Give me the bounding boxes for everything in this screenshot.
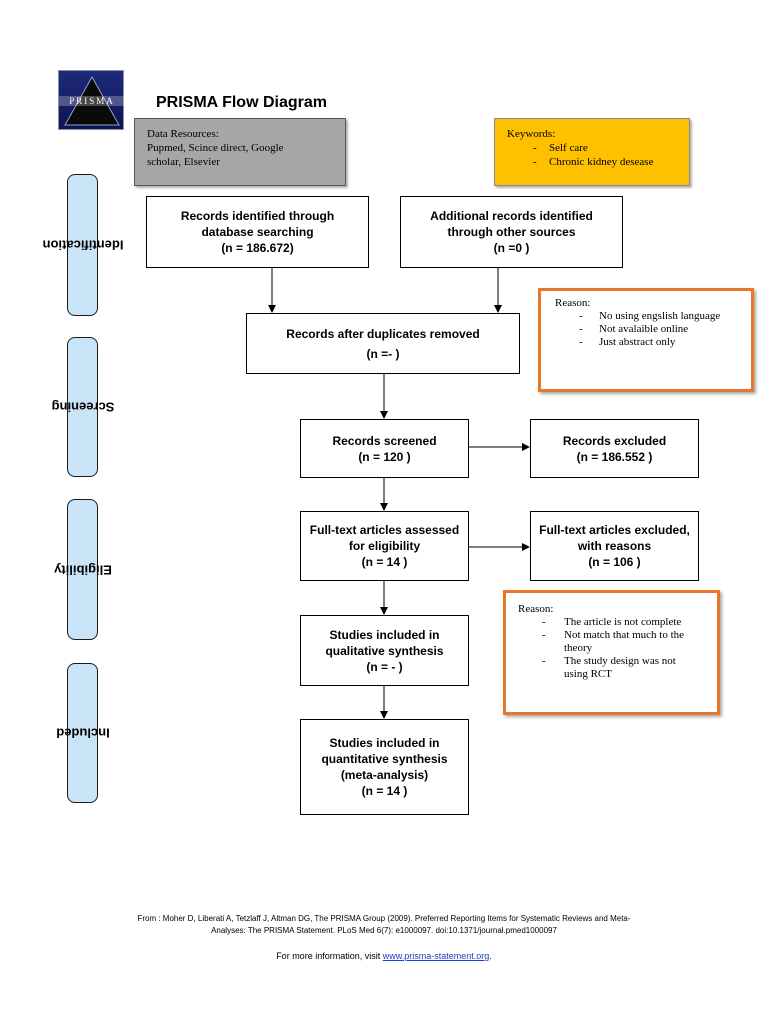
box-text: Records excluded bbox=[562, 433, 667, 448]
box-text: Additional records identified bbox=[430, 209, 593, 223]
more-info-period: . bbox=[489, 951, 492, 961]
reason-item: The article is not complete bbox=[564, 616, 682, 628]
box-text: database searching bbox=[201, 225, 314, 239]
more-info: For more information, visit www.prisma-s… bbox=[0, 951, 768, 961]
box-text: Full-text articles assessed bbox=[309, 523, 460, 537]
qualitative-synthesis-box: Studies included in qualitative synthesi… bbox=[300, 615, 469, 686]
more-info-text: For more information, visit bbox=[276, 951, 381, 961]
box-text: Studies included in bbox=[329, 627, 440, 642]
data-resources-line: scholar, Elsevier bbox=[147, 156, 220, 168]
box-count: (n = 14 ) bbox=[361, 784, 408, 798]
reason-item: No using engslish language bbox=[599, 310, 721, 322]
phase-label: Screening bbox=[51, 399, 114, 415]
box-count: (n = 186.672) bbox=[221, 241, 294, 255]
reason-item: theory bbox=[564, 642, 593, 654]
fulltext-assessed-box: Full-text articles assessed for eligibil… bbox=[300, 511, 469, 581]
logo-text: PRISMA bbox=[59, 96, 125, 106]
box-text: for eligibility bbox=[348, 539, 421, 553]
data-resources-line: Pupmed, Scince direct, Google bbox=[147, 142, 284, 154]
phase-identification: Identification bbox=[42, 174, 123, 316]
box-text: Records after duplicates removed bbox=[286, 326, 480, 341]
phase-label: Identification bbox=[42, 237, 123, 253]
box-count: (n =0 ) bbox=[493, 241, 530, 255]
prisma-link[interactable]: www.prisma-statement.org bbox=[382, 951, 490, 961]
records-excluded-box: Records excluded (n = 186.552 ) bbox=[530, 419, 699, 478]
data-resources-title: Data Resources: bbox=[147, 128, 219, 140]
reason-box-fulltext: Reason: -The article is not complete -No… bbox=[503, 590, 720, 715]
phase-eligibility: Eligibility bbox=[54, 499, 111, 640]
box-text: through other sources bbox=[447, 225, 576, 239]
triangle-icon bbox=[64, 75, 120, 126]
reason-item: Not avalaible online bbox=[599, 323, 689, 335]
phase-label: Included bbox=[55, 725, 110, 741]
box-count: (n = - ) bbox=[366, 659, 403, 674]
data-resources-box: Data Resources: Pupmed, Scince direct, G… bbox=[134, 118, 346, 186]
box-count: (n =- ) bbox=[366, 346, 400, 361]
box-count: (n = 186.552 ) bbox=[576, 449, 653, 464]
records-other-box: Additional records identified through ot… bbox=[400, 196, 623, 268]
reason-item: The study design was not bbox=[564, 655, 676, 667]
keywords-title: Keywords: bbox=[507, 128, 556, 140]
box-count: (n = 106 ) bbox=[588, 555, 641, 569]
reason-item: Not match that much to the bbox=[564, 629, 685, 641]
records-screened-box: Records screened (n = 120 ) bbox=[300, 419, 469, 478]
box-text: Records identified through bbox=[180, 209, 335, 223]
keyword-item: Chronic kidney desease bbox=[549, 156, 654, 168]
phase-screening: Screening bbox=[51, 337, 114, 477]
citation-line-1: From : Moher D, Liberati A, Tetzlaff J, … bbox=[137, 914, 631, 923]
reason-item: Just abstract only bbox=[599, 336, 676, 348]
box-text: Records screened bbox=[332, 433, 437, 448]
box-count: (n = 14 ) bbox=[361, 555, 408, 569]
box-text: Studies included in bbox=[329, 736, 440, 750]
keywords-box: Keywords: -Self care -Chronic kidney des… bbox=[494, 118, 690, 186]
box-text: qualitative synthesis bbox=[325, 643, 444, 658]
fulltext-excluded-box: Full-text articles excluded, with reason… bbox=[530, 511, 699, 581]
reason-box-duplicates: Reason: -No using engslish language -Not… bbox=[538, 288, 754, 392]
reason-title: Reason: bbox=[518, 603, 554, 615]
reason-item: using RCT bbox=[564, 668, 612, 680]
keyword-item: Self care bbox=[549, 142, 588, 154]
box-text: with reasons bbox=[577, 539, 652, 553]
phase-included: Included bbox=[56, 663, 109, 803]
records-database-box: Records identified through database sear… bbox=[146, 196, 369, 268]
citation-line-2: Analyses: The PRISMA Statement. PLoS Med… bbox=[211, 926, 557, 935]
box-count: (n = 120 ) bbox=[358, 449, 411, 464]
prisma-logo: PRISMA bbox=[58, 70, 125, 130]
duplicates-removed-box: Records after duplicates removed (n =- ) bbox=[246, 313, 520, 374]
reason-title: Reason: bbox=[555, 297, 591, 309]
page-title: PRISMA Flow Diagram bbox=[156, 94, 327, 111]
phase-label: Eligibility bbox=[53, 562, 112, 577]
quantitative-synthesis-box: Studies included in quantitative synthes… bbox=[300, 719, 469, 815]
box-text: (meta-analysis) bbox=[340, 768, 429, 782]
box-text: Full-text articles excluded, bbox=[539, 523, 690, 537]
box-text: quantitative synthesis bbox=[321, 752, 448, 766]
